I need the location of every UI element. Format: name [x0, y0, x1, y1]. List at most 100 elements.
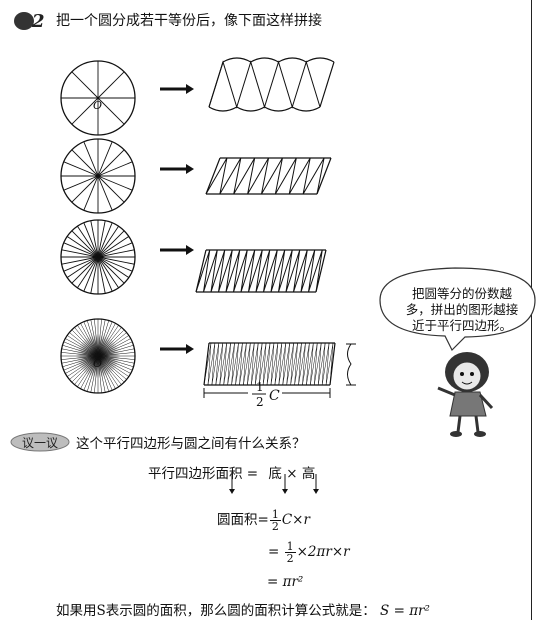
sector-line — [83, 321, 99, 357]
sector-line — [97, 256, 113, 292]
sector-line — [61, 249, 99, 258]
sector-line — [97, 242, 133, 258]
bubble-line: 近于平行四边形。 — [411, 318, 512, 333]
sector-line — [97, 355, 127, 380]
formula-line-4: = πr² — [267, 574, 304, 590]
sector-line — [97, 256, 133, 272]
sector-line — [94, 355, 99, 393]
sector-line — [83, 222, 99, 258]
section-number-badge: 2 — [14, 11, 45, 31]
top-arc — [305, 57, 335, 63]
zigzag-sectors — [205, 157, 325, 195]
bottom-arc — [236, 106, 265, 112]
sector-line — [62, 345, 99, 357]
sector-line — [97, 71, 125, 99]
sector-line — [63, 242, 99, 258]
sector-line — [97, 329, 125, 357]
sector-line — [77, 256, 99, 289]
sector-line — [97, 175, 125, 203]
sector-line — [97, 355, 122, 385]
sector-line — [61, 355, 99, 364]
arrow-head — [186, 164, 194, 174]
sector-line — [97, 355, 102, 393]
bubble-line: 把圆等分的份数越 — [411, 286, 512, 301]
sector-line — [61, 256, 99, 265]
bottom-arc — [264, 106, 293, 112]
girl-shoe — [450, 431, 462, 437]
sector-line — [74, 327, 99, 357]
base-label-denominator: 2 — [256, 395, 264, 409]
sector-line — [71, 230, 99, 258]
base-label-numerator: 1 — [256, 380, 264, 394]
girl-mouth — [461, 381, 473, 385]
left-edge — [195, 249, 207, 293]
sector-line — [97, 355, 106, 393]
sector-line — [97, 345, 134, 357]
bubble-line: 多，拼出的图形越接 — [405, 302, 519, 317]
right-edge — [319, 61, 335, 108]
center-label: O — [93, 99, 102, 112]
girl-face — [452, 361, 482, 391]
left-edge — [208, 61, 224, 108]
times-sign: × — [286, 466, 298, 482]
sector-line — [61, 355, 99, 360]
girl-shoe — [474, 431, 486, 437]
sector-line — [97, 256, 106, 294]
sector-line — [61, 352, 99, 357]
base-label-var: C — [269, 388, 280, 404]
sector-line — [77, 355, 99, 387]
sector-line — [83, 175, 99, 211]
sector-line — [97, 256, 135, 265]
right-edge — [315, 249, 327, 293]
girl-eye — [470, 372, 474, 376]
girl-dress — [449, 391, 487, 417]
sector-line — [71, 175, 99, 203]
sector-line — [71, 71, 99, 99]
discuss-badge: 议一议 — [10, 432, 70, 452]
sector-line — [94, 319, 99, 357]
bottom-arc — [291, 106, 321, 112]
sector-line — [61, 348, 99, 357]
sector-line — [71, 256, 99, 284]
sector-line — [97, 325, 119, 357]
sector-line — [97, 319, 102, 357]
girl-eye — [460, 372, 464, 376]
sector-line — [80, 323, 99, 357]
formula-arrow-head — [282, 489, 288, 494]
sector-line — [74, 355, 99, 385]
sector-line — [97, 97, 125, 125]
sector-line — [63, 256, 99, 272]
sector-line — [97, 256, 119, 289]
sector-line — [97, 355, 133, 371]
sector-line — [97, 321, 113, 357]
sector-line — [97, 352, 135, 357]
right-edge — [316, 157, 332, 195]
top-arc — [250, 57, 279, 63]
sector-line — [97, 332, 127, 357]
sector-line — [71, 329, 99, 357]
sector-line — [90, 319, 99, 357]
formula-line-1: 平行四边形面积 = 底 × 高 — [148, 462, 315, 482]
center-label: O — [93, 357, 102, 370]
sector-line — [97, 230, 125, 258]
sector-line — [83, 256, 99, 292]
sector-line — [77, 325, 99, 357]
sector-line — [97, 141, 113, 177]
sector-line — [80, 355, 99, 389]
top-arc — [278, 57, 307, 63]
discuss-question: 这个平行四边形与圆之间有什么关系？ — [76, 436, 306, 452]
sector-line — [97, 323, 116, 357]
heading: 把一个圆分成若干等份后，像下面这样拼接 — [56, 13, 322, 29]
badge-number: 2 — [31, 11, 45, 31]
sector-line — [97, 355, 134, 367]
sector-line — [90, 355, 99, 393]
sector-line — [67, 335, 99, 357]
zigzag-sectors — [208, 60, 321, 109]
sector-line — [66, 236, 99, 258]
speech-bubble — [379, 267, 536, 352]
discuss-badge-label: 议一议 — [22, 436, 58, 450]
base-label: 底 — [268, 466, 282, 482]
